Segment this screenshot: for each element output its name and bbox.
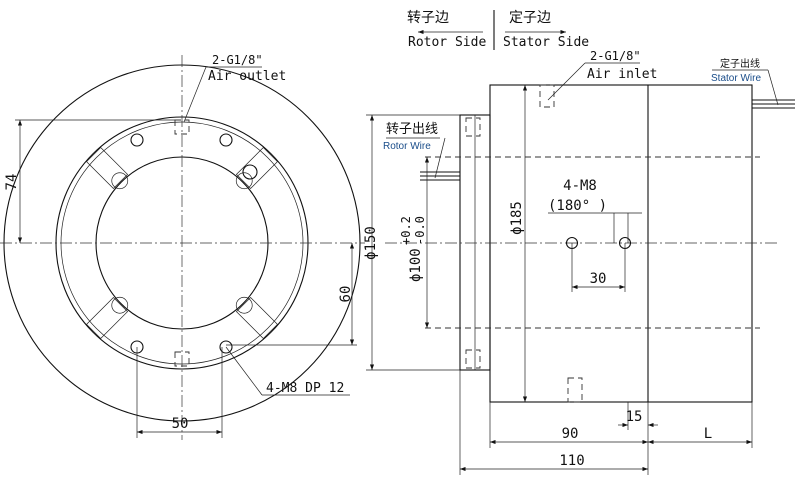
dim-185: ϕ185 — [509, 201, 525, 235]
dim-110: 110 — [559, 453, 584, 469]
rotor-side-cn: 转子边 — [407, 10, 449, 26]
inlet-thread-label: 2-G1/8" — [590, 49, 641, 63]
outlet-thread-label: 2-G1/8" — [212, 53, 263, 67]
dim-100-tol-upper: +0.2 — [399, 216, 413, 245]
dim-150: ϕ150 — [363, 226, 379, 260]
stator-side-cn: 定子边 — [509, 10, 551, 26]
rotor-wire-cn: 转子出线 — [386, 122, 438, 137]
dim-15: 15 — [626, 409, 643, 425]
rotor-wire-bundle — [420, 171, 460, 181]
stator-side-label: Stator Side — [503, 35, 589, 50]
dim-90: 90 — [562, 426, 579, 442]
wire-bundle-icon — [242, 164, 258, 180]
holes-label: 4-M8 DP 12 — [266, 381, 344, 396]
air-inlet-label: Air inlet — [587, 67, 657, 82]
stator-wire-bundle — [752, 99, 795, 109]
side-view: 2-G1/8" Air inlet 定子出线 Stator Wire 转子出线 … — [363, 49, 795, 475]
bottom-port — [567, 377, 583, 403]
inlet-port — [539, 84, 555, 108]
air-outlet-label: Air outlet — [208, 69, 286, 84]
mounting-holes — [130, 133, 233, 354]
dim-100-tol-lower: -0.0 — [413, 216, 427, 245]
dim-50: 50 — [172, 416, 189, 432]
side-holes-angle: (180° ) — [548, 198, 607, 214]
dim-100: ϕ100 — [408, 248, 424, 282]
dim-74: 74 — [4, 174, 20, 191]
rotor-wire-label: Rotor Wire — [383, 141, 431, 152]
stator-wire-cn: 定子出线 — [720, 57, 760, 70]
front-view: 2-G1/8" Air outlet 74 60 50 4-M8 DP 12 — [0, 53, 365, 440]
stator-wire-label: Stator Wire — [711, 73, 761, 84]
side-holes-label: 4-M8 — [563, 178, 597, 194]
air-port-bottom — [174, 351, 190, 367]
rotor-side-label: Rotor Side — [408, 35, 486, 50]
stator-body — [489, 84, 753, 403]
side-legend: 转子边 定子边 Rotor Side Stator Side — [407, 10, 589, 50]
air-port-top — [174, 119, 190, 135]
dim-L: L — [704, 426, 712, 442]
dim-30: 30 — [590, 271, 607, 287]
dim-60: 60 — [338, 286, 354, 303]
mounting-slots — [86, 147, 278, 339]
